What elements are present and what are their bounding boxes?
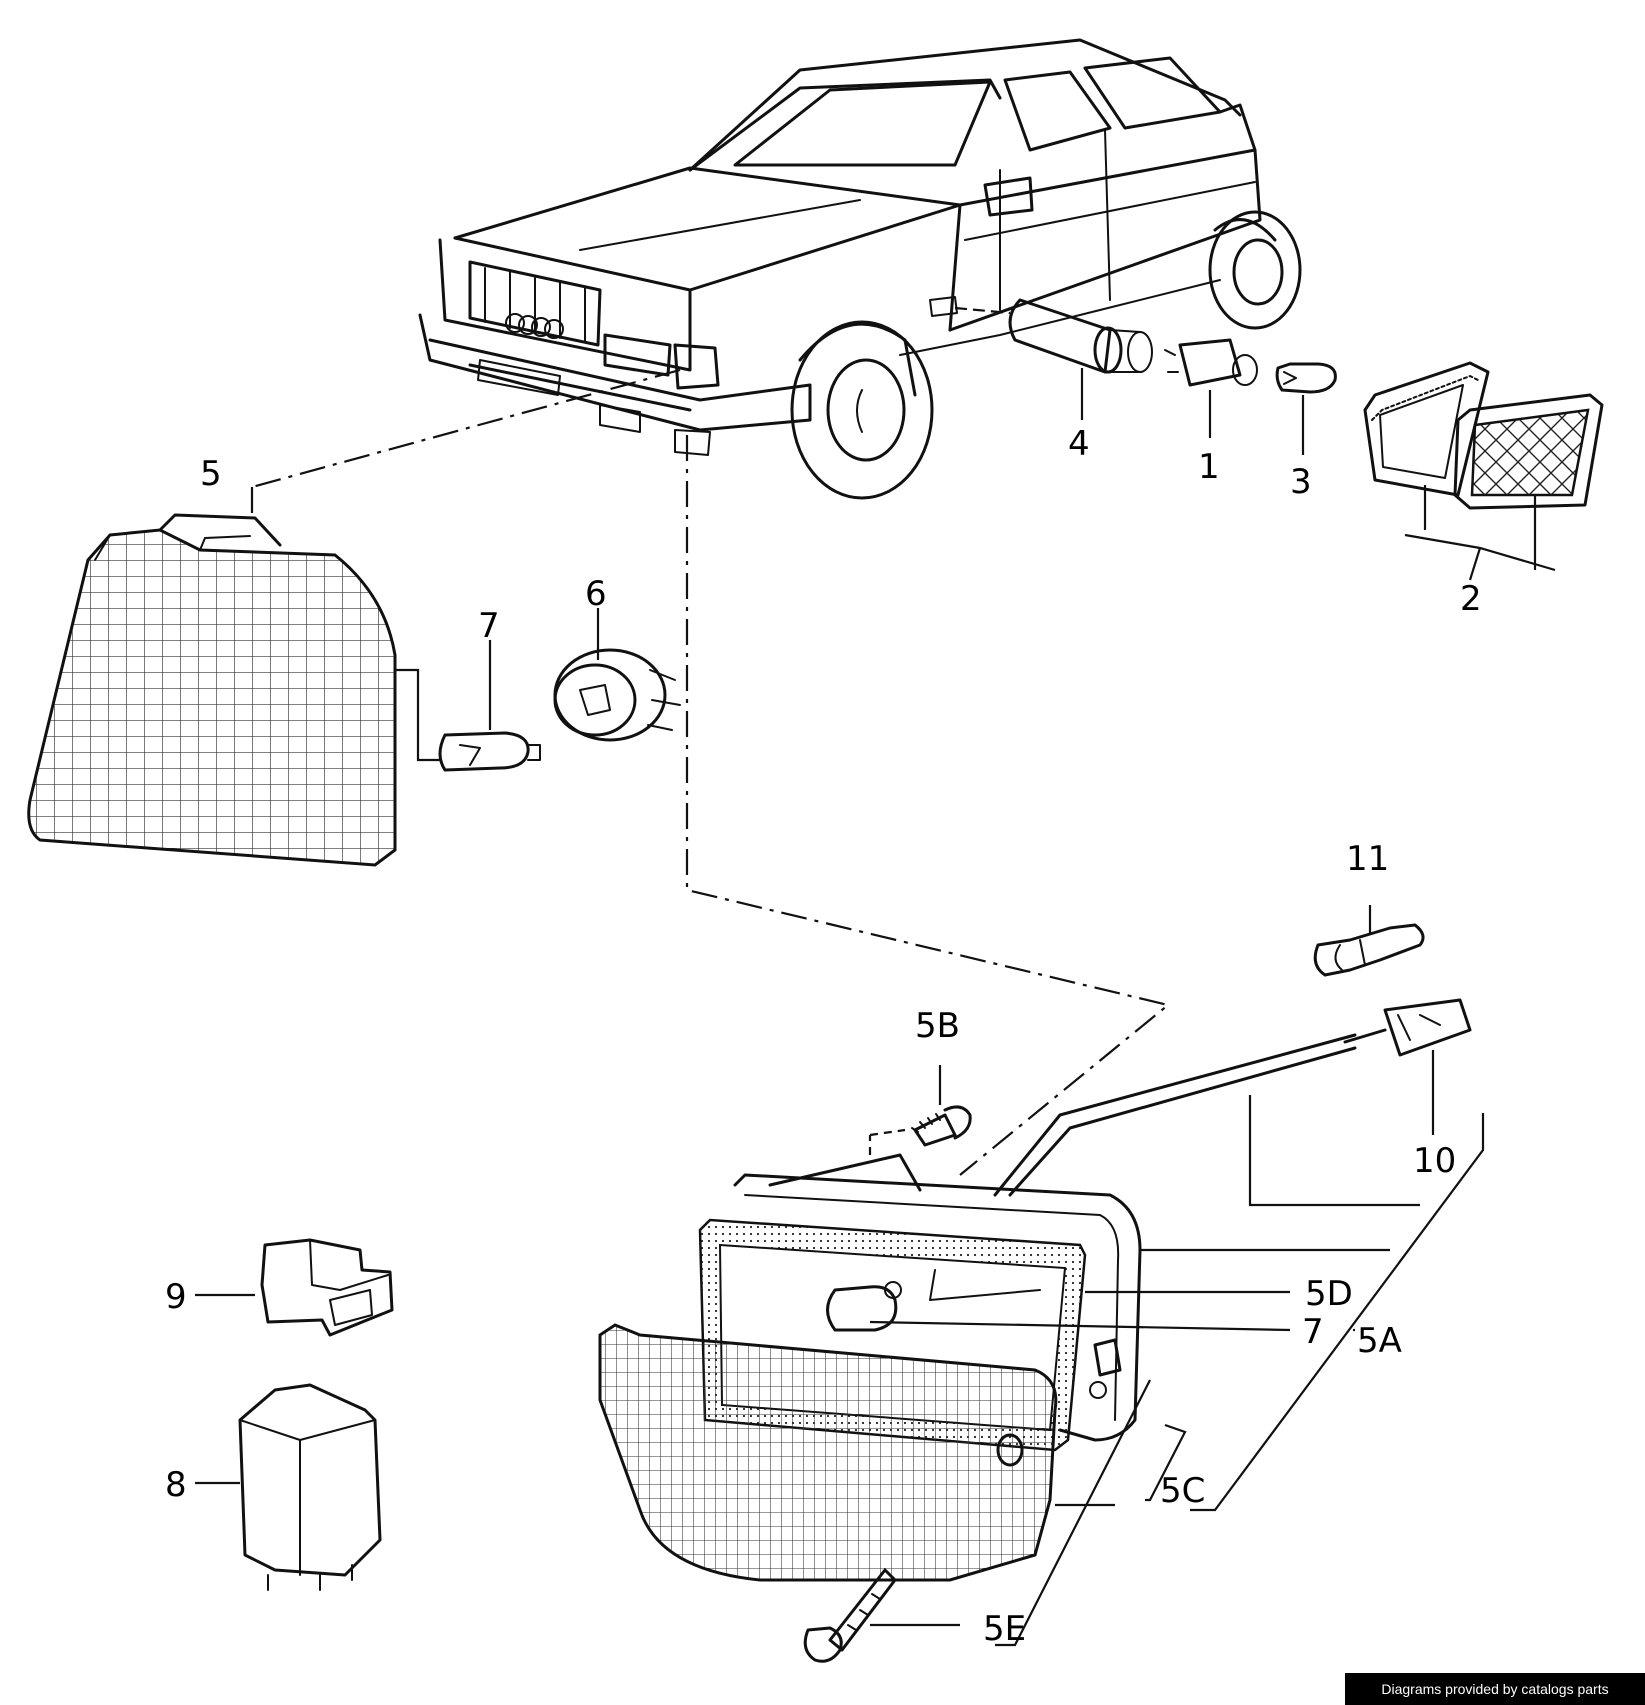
corner-lens-part-5 xyxy=(27,368,681,867)
label-part-7-top: 7 xyxy=(478,606,500,646)
car-illustration xyxy=(418,38,1302,500)
part-8-relay xyxy=(195,1383,382,1591)
label-part-7-lower: 7 xyxy=(1302,1312,1324,1352)
label-part-11: 11 xyxy=(1346,839,1389,879)
part-5e-screw xyxy=(803,1568,960,1663)
label-part-5d: 5D xyxy=(1305,1274,1353,1314)
fog-lamp-assembly xyxy=(598,1113,1485,1647)
label-part-10: 10 xyxy=(1413,1141,1456,1181)
side-lens-assembly xyxy=(1363,361,1604,581)
label-part-5: 5 xyxy=(200,454,222,494)
label-part-3: 3 xyxy=(1290,462,1312,502)
part-11-holder xyxy=(1313,905,1425,977)
label-part-5e: 5E xyxy=(983,1609,1026,1649)
label-part-4: 4 xyxy=(1068,424,1090,464)
side-repeater-parts xyxy=(954,298,1337,455)
corner-bulb-and-socket xyxy=(395,608,681,772)
callout-labels: 4 1 3 2 5 7 6 11 5B 10 9 5D 7 5A 8 5C 5E xyxy=(165,424,1482,1649)
label-part-5c: 5C xyxy=(1160,1471,1205,1511)
part-9-clip xyxy=(195,1238,394,1337)
label-part-8: 8 xyxy=(165,1465,187,1505)
credit-badge: Diagrams provided by catalogs parts xyxy=(1345,1673,1645,1705)
label-part-6: 6 xyxy=(585,574,607,614)
label-part-5a: 5A xyxy=(1357,1321,1402,1361)
label-part-9: 9 xyxy=(165,1277,187,1317)
label-part-2: 2 xyxy=(1460,579,1482,619)
part-5b-screw xyxy=(868,1065,972,1155)
label-part-5b: 5B xyxy=(915,1006,960,1046)
part-10-connector xyxy=(993,998,1472,1207)
label-part-1: 1 xyxy=(1198,447,1220,487)
fog-lamp-reference-line xyxy=(685,435,1171,1176)
